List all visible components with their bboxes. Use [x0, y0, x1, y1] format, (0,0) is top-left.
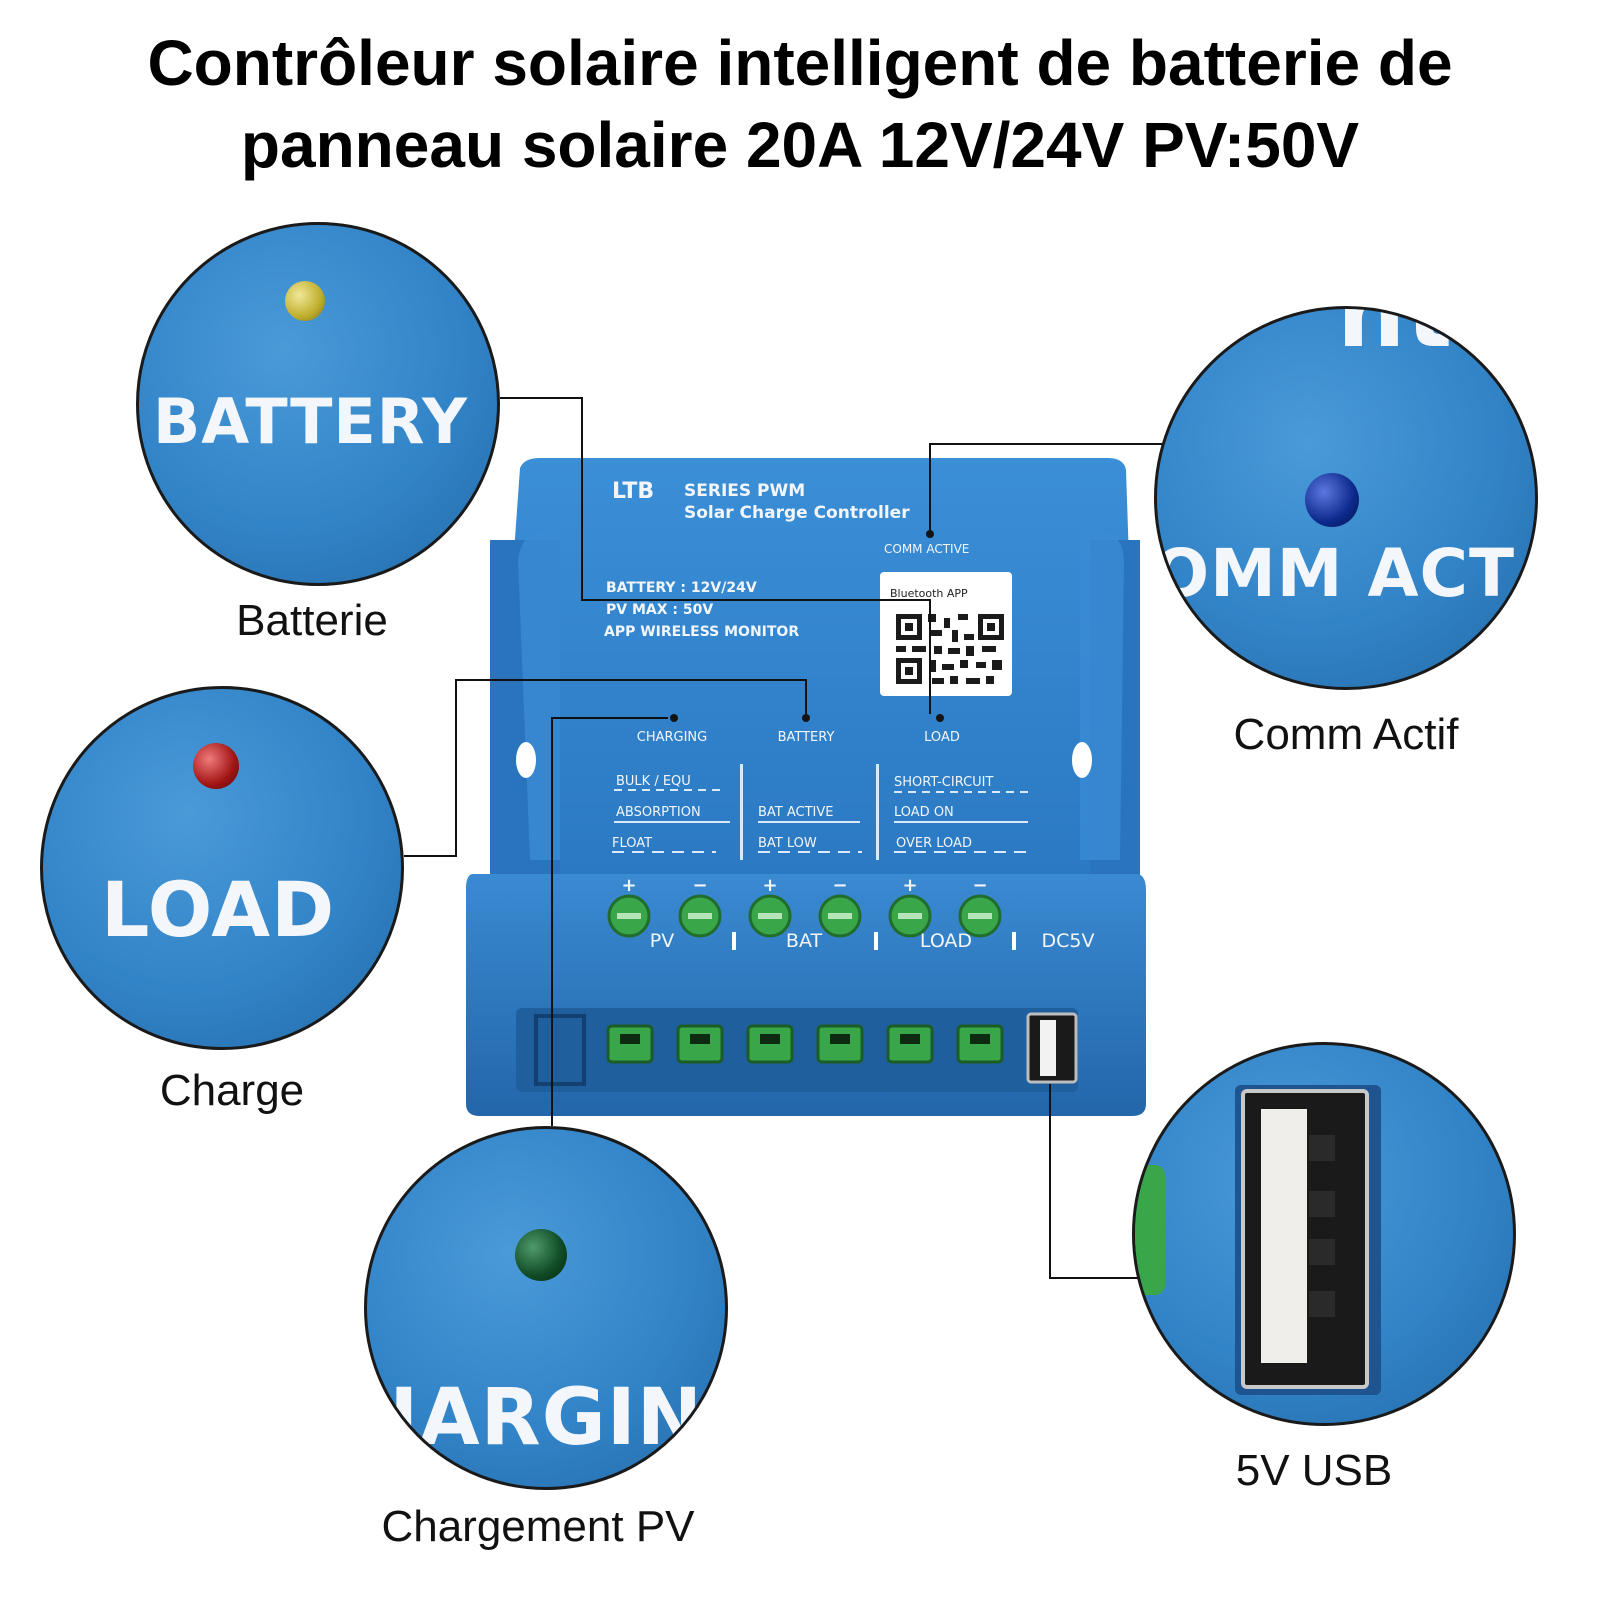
title-line-2: panneau solaire 20A 12V/24V PV:50V: [240, 109, 1360, 181]
caption-comm: Comm Actif: [1233, 710, 1459, 759]
status-load-on: LOAD ON: [894, 805, 954, 820]
caption-charging: Chargement PV: [381, 1502, 695, 1551]
zoom-comm: ntr OMM ACT: [1154, 306, 1538, 690]
zoom-comm-text: OMM ACT: [1154, 535, 1515, 612]
status-bat-active: BAT ACTIVE: [758, 805, 834, 820]
device-led-comm: [926, 530, 934, 538]
usb-green-edge: [1135, 1165, 1165, 1295]
left-wing-slot: [518, 530, 560, 860]
battery-led-icon: [285, 281, 325, 321]
zoom-charging-text: HARGIN: [364, 1373, 704, 1463]
comm-led-icon: [1305, 473, 1359, 527]
indicator-label-charging: CHARGING: [637, 730, 707, 745]
zoom-usb: [1132, 1042, 1516, 1426]
usb-contact: [1309, 1135, 1335, 1161]
status-bulk-equ: BULK / EQU: [616, 774, 691, 789]
left-mount-hole: [516, 742, 536, 778]
screw-slot: [968, 913, 992, 919]
polarity-pv-minus: −: [692, 875, 707, 896]
usb-port-tongue: [1040, 1020, 1056, 1076]
title-line-1: Contrôleur solaire intelligent de batter…: [147, 27, 1453, 99]
screw-terminals: [607, 894, 1002, 938]
screw-slot: [617, 913, 641, 919]
caption-battery: Batterie: [236, 596, 388, 645]
indicator-label-load: LOAD: [924, 730, 960, 745]
zoom-battery: BATTERY: [136, 222, 500, 586]
polarity-bat-plus: +: [762, 875, 777, 896]
wire-clamp-hole: [830, 1034, 850, 1044]
zoom-charging: HARGIN: [364, 1126, 728, 1490]
polarity-load-plus: +: [902, 875, 917, 896]
polarity-load-minus: −: [972, 875, 987, 896]
usb-tongue: [1261, 1109, 1307, 1363]
caption-load: Charge: [159, 1066, 305, 1115]
wire-clamps: [606, 1024, 1004, 1064]
right-wing-slot: [1080, 530, 1124, 860]
usb-contact: [1309, 1291, 1335, 1317]
group-separator: [1012, 932, 1016, 950]
screw-slot: [688, 913, 712, 919]
screw-slot: [758, 913, 782, 919]
series-prefix: LTB: [612, 479, 654, 504]
group-separator: [732, 932, 736, 950]
leader-comm: [929, 443, 1164, 530]
status-absorption: ABSORPTION: [616, 805, 701, 820]
controller-top-face: [490, 458, 1140, 890]
side-vent: [534, 1014, 586, 1086]
device-led-load: [936, 714, 944, 722]
terminal-group-pv: PV: [650, 930, 674, 952]
comm-active-label: COMM ACTIVE: [884, 542, 969, 556]
device-subtitle: Solar Charge Controller: [684, 503, 910, 523]
zoom-load-text: LOAD: [101, 865, 336, 954]
device-led-battery: [802, 714, 810, 722]
caption-usb: 5V USB: [1235, 1446, 1393, 1495]
wire-clamp-hole: [620, 1034, 640, 1044]
status-divider: [876, 764, 879, 860]
load-led-icon: [193, 743, 239, 789]
wire-clamp-hole: [900, 1034, 920, 1044]
series-rest: SERIES PWM: [684, 481, 805, 501]
status-divider: [740, 764, 743, 860]
wire-clamp-hole: [690, 1034, 710, 1044]
screw-slot: [898, 913, 922, 919]
status-short-circuit: SHORT-CIRCUIT: [894, 775, 994, 790]
terminal-recess: [516, 1008, 1078, 1092]
polarity-bat-minus: −: [832, 875, 847, 896]
indicator-label-battery: BATTERY: [778, 730, 835, 745]
leader-lines: [404, 397, 1164, 1279]
terminal-group-dc5v: DC5V: [1042, 930, 1095, 952]
status-underlines: [612, 789, 1028, 853]
right-mount-hole: [1072, 742, 1092, 778]
pv-spec: PV MAX : 50V: [606, 602, 713, 618]
leader-load: [404, 679, 807, 857]
usb-contact: [1309, 1239, 1335, 1265]
battery-spec: BATTERY : 12V/24V: [606, 580, 757, 596]
app-spec: APP WIRELESS MONITOR: [604, 624, 799, 640]
charging-led-icon: [515, 1229, 567, 1281]
screw-slot: [828, 913, 852, 919]
zoom-load: LOAD: [40, 686, 404, 1050]
zoom-comm-text-top: ntr: [1337, 306, 1502, 369]
terminal-group-bat: BAT: [786, 930, 823, 952]
device-led-charging: [670, 714, 678, 722]
qr-code: [896, 614, 1004, 684]
leader-charging: [551, 717, 668, 1126]
status-over-load: OVER LOAD: [896, 836, 972, 851]
page-title: Contrôleur solaire intelligent de batter…: [0, 22, 1600, 186]
group-separator: [874, 932, 878, 950]
status-bat-low: BAT LOW: [758, 836, 817, 851]
status-float: FLOAT: [612, 836, 652, 851]
leader-battery: [500, 397, 931, 714]
polarity-pv-plus: +: [621, 875, 636, 896]
wire-clamp-hole: [760, 1034, 780, 1044]
zoom-battery-text: BATTERY: [153, 385, 469, 458]
qr-label-text: Bluetooth APP: [890, 587, 968, 600]
terminal-group-load: LOAD: [920, 930, 972, 952]
wire-clamp-hole: [970, 1034, 990, 1044]
usb-contact: [1309, 1191, 1335, 1217]
leader-usb: [1049, 1084, 1140, 1279]
